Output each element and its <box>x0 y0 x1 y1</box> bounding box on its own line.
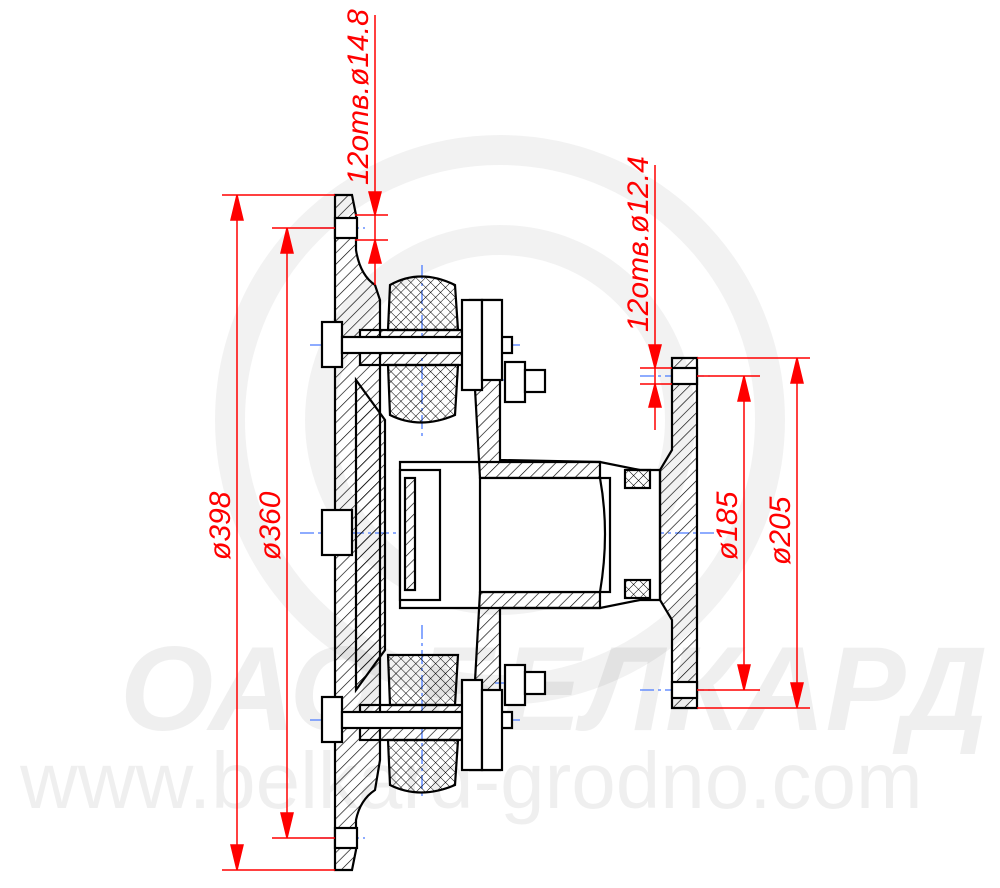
dim-bolt-circle-right: ø185 <box>711 491 744 560</box>
dim-holes-small: 12отв.ø12.4 <box>622 156 655 332</box>
bolt-head <box>320 695 344 744</box>
rubber-block <box>386 363 460 424</box>
bolt-head <box>320 320 344 369</box>
dim-outer-diameter-right: ø205 <box>764 496 797 565</box>
watermark-company: ОАО БЕЛКАРД <box>120 622 988 756</box>
rubber-block <box>386 738 460 794</box>
right-flange <box>658 356 699 710</box>
dim-bolt-circle-left: ø360 <box>254 491 287 560</box>
dim-holes-large: 12отв.ø14.8 <box>342 9 375 185</box>
dim-outer-diameter-left: ø398 <box>204 491 237 560</box>
dimension-lines <box>222 15 810 871</box>
rubber-block <box>386 275 460 332</box>
shaft-bore <box>478 476 612 594</box>
rubber-block <box>386 653 460 707</box>
hub-assembly <box>320 193 699 872</box>
